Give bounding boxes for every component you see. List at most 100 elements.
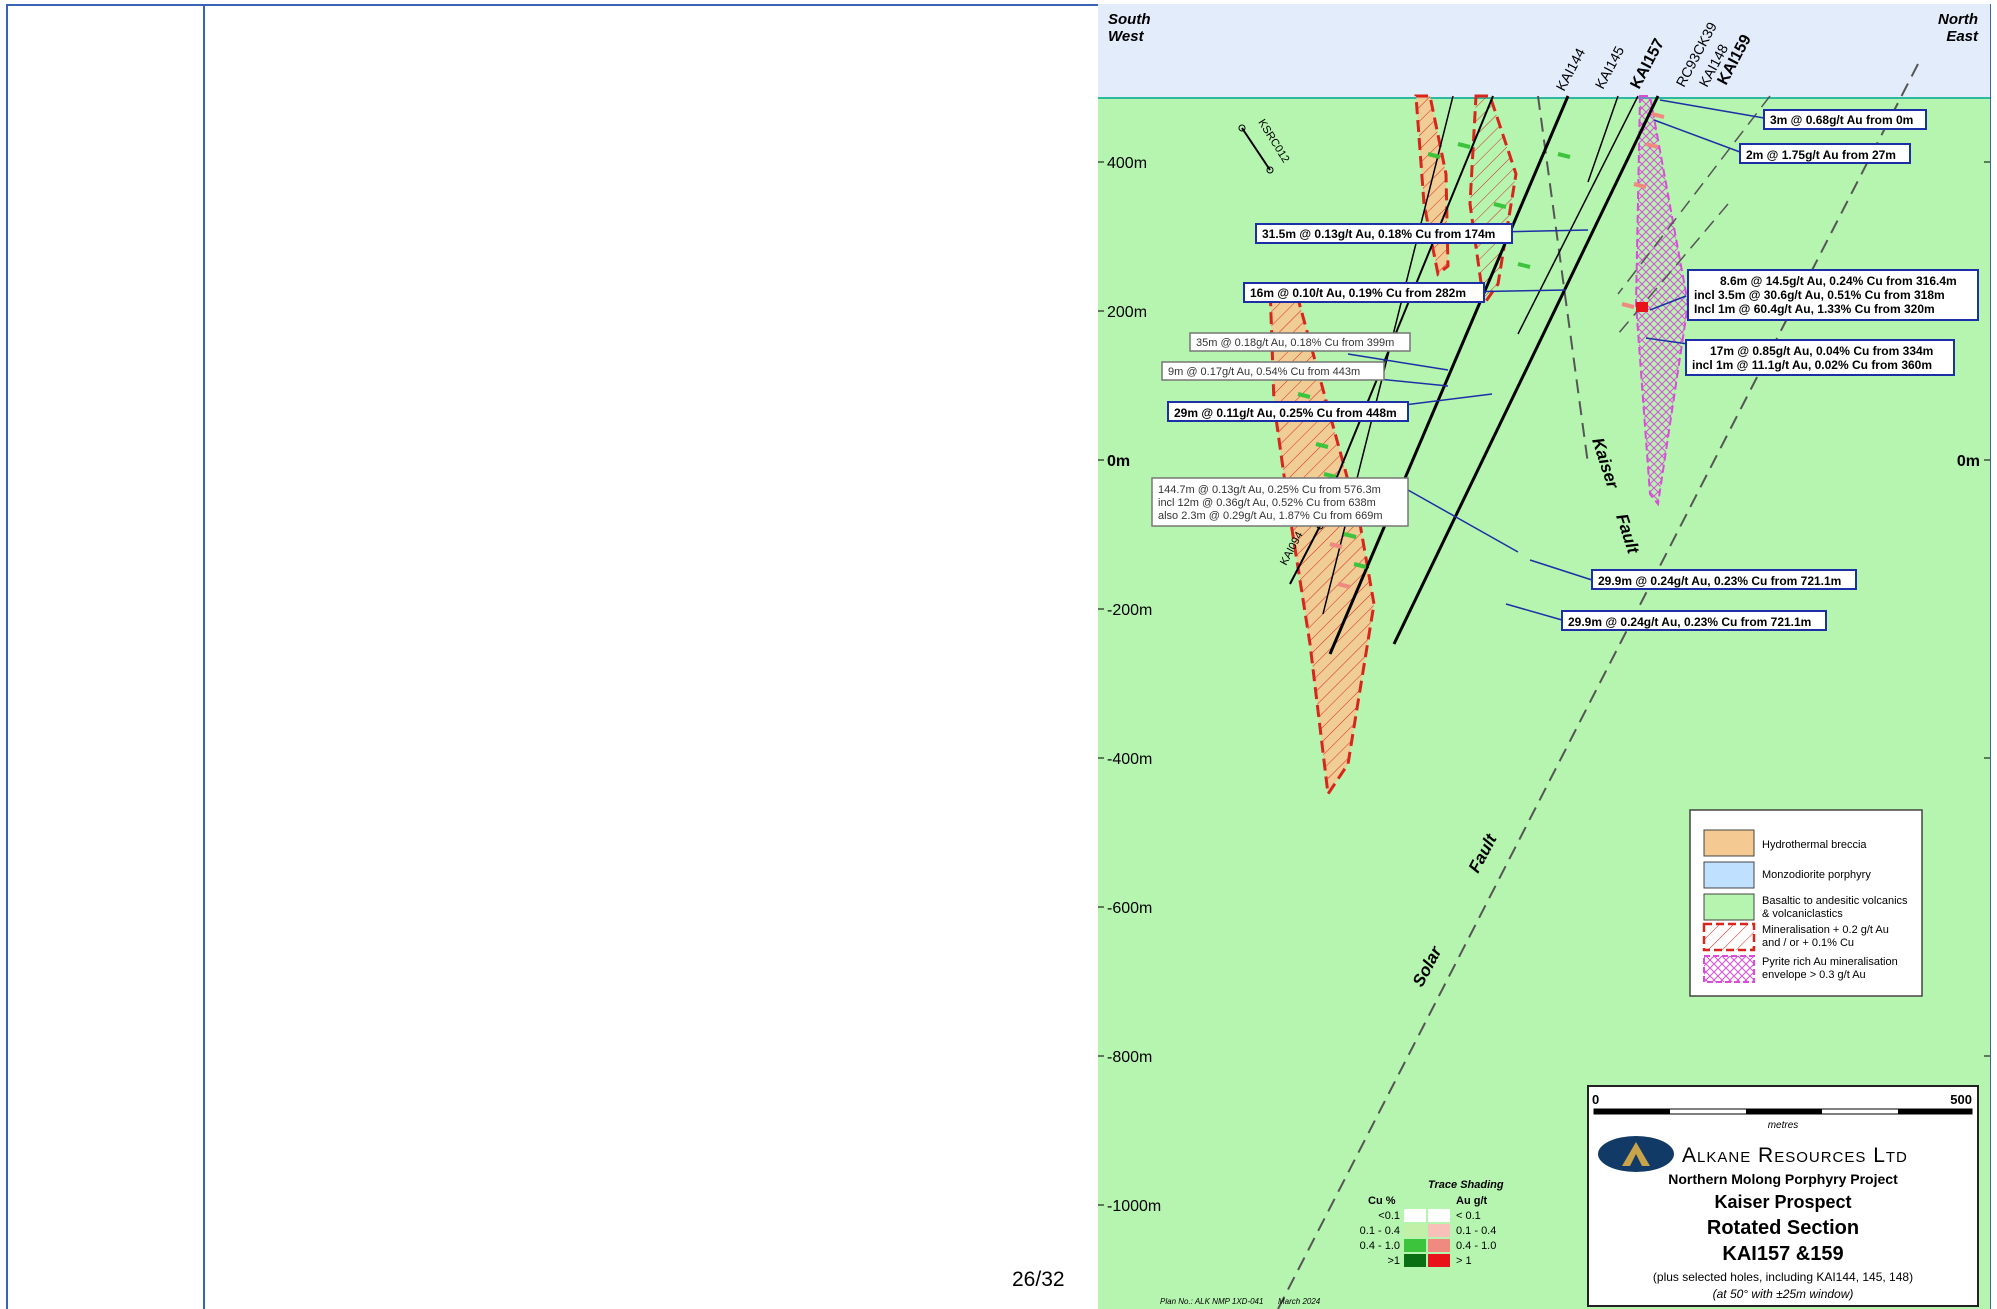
legend-label-pyrite: Pyrite rich Au mineralisation xyxy=(1762,956,1898,968)
title-block: 0 500 metres Alkane Resources Ltd Northe… xyxy=(1587,1085,1979,1307)
cu-row-4: >1 xyxy=(1387,1255,1400,1267)
callout-31-5m-text: 31.5m @ 0.13g/t Au, 0.18% Cu from 174m xyxy=(1262,227,1495,241)
kaiser-fault-line xyxy=(1537,95,1589,465)
section-type: Rotated Section xyxy=(1707,1217,1859,1239)
section-note: (plus selected holes, including KAI144, … xyxy=(1653,1270,1913,1284)
prospect-name: Kaiser Prospect xyxy=(1714,1192,1851,1212)
callout-block-17m: 17m @ 0.85g/t Au, 0.04% Cu from 334m inc… xyxy=(1685,339,1955,376)
corner-label-ne-1: North xyxy=(1938,11,1978,28)
cu-row-2: 0.1 - 0.4 xyxy=(1360,1225,1400,1237)
elev-label-right-0: 0m xyxy=(1957,453,1980,470)
callout-3m: 3m @ 0.68g/t Au from 0m xyxy=(1763,109,1927,130)
mineralisation-zone-upper-2 xyxy=(1468,94,1518,308)
section-holes: KAI157 &159 xyxy=(1722,1243,1843,1265)
scale-start: 0 xyxy=(1592,1092,1599,1107)
callout-block-144-7m-line1: 144.7m @ 0.13g/t Au, 0.25% Cu from 576.3… xyxy=(1158,484,1381,496)
cu-swatch-3 xyxy=(1404,1239,1426,1252)
cu-swatch-1 xyxy=(1404,1209,1426,1222)
drillhole-kai159 xyxy=(1392,95,1660,645)
page-table xyxy=(6,4,1991,1309)
callout-2m: 2m @ 1.75g/t Au from 27m xyxy=(1739,143,1911,164)
trace-shading-legend: Trace Shading Cu % Au g/t <0.1 0.1 - 0.4… xyxy=(1360,1179,1504,1267)
legend-swatch-breccia xyxy=(1703,829,1755,857)
minor-fault-2 xyxy=(1617,203,1729,335)
geology-legend: Hydrothermal breccia Monzodiorite porphy… xyxy=(1689,809,1923,997)
au-row-3: 0.4 - 1.0 xyxy=(1456,1240,1496,1252)
drillhole-kai094 xyxy=(1289,525,1321,585)
callout-29-9m-a-text: 29.9m @ 0.24g/t Au, 0.23% Cu from 721.1m xyxy=(1598,574,1841,588)
drillhole-kai157 xyxy=(1328,95,1570,655)
au-row-4: > 1 xyxy=(1456,1255,1472,1267)
callout-block-8-6m-line1: 8.6m @ 14.5g/t Au, 0.24% Cu from 316.4m xyxy=(1720,274,1957,288)
elev-label-0: 0m xyxy=(1107,453,1130,470)
callout-block-8-6m: 8.6m @ 14.5g/t Au, 0.24% Cu from 316.4m … xyxy=(1687,269,1979,321)
callout-block-144-7m: 144.7m @ 0.13g/t Au, 0.25% Cu from 576.3… xyxy=(1151,477,1409,527)
table-border-left xyxy=(6,4,8,1309)
elev-label-m400: -400m xyxy=(1107,751,1152,768)
trace-shading-cu-header: Cu % xyxy=(1368,1195,1396,1207)
legend-label-porphyry: Monzodiorite porphyry xyxy=(1762,869,1871,881)
legend-label-volcanics-2: & volcaniclastics xyxy=(1762,908,1843,920)
callout-block-144-7m-line3: also 2.3m @ 0.29g/t Au, 1.87% Cu from 66… xyxy=(1158,510,1383,522)
legend-label-volcanics: Basaltic to andesitic volcanics xyxy=(1762,895,1908,907)
legend-label-mineralisation-2: and / or + 0.1% Cu xyxy=(1762,937,1854,949)
minor-fault-1 xyxy=(1617,95,1771,295)
callout-29m: 29m @ 0.11g/t Au, 0.25% Cu from 448m xyxy=(1167,401,1409,422)
elev-label-200: 200m xyxy=(1107,304,1147,321)
callout-block-17m-line2: incl 1m @ 11.1g/t Au, 0.02% Cu from 360m xyxy=(1692,358,1932,372)
callout-block-144-7m-line2: incl 12m @ 0.36g/t Au, 0.52% Cu from 638… xyxy=(1158,497,1376,509)
callout-35m: 35m @ 0.18g/t Au, 0.18% Cu from 399m xyxy=(1189,332,1411,352)
elev-label-m200: -200m xyxy=(1107,602,1152,619)
callout-block-8-6m-line3: Incl 1m @ 60.4g/t Au, 1.33% Cu from 320m xyxy=(1694,302,1935,316)
callout-2m-text: 2m @ 1.75g/t Au from 27m xyxy=(1746,148,1896,162)
elev-label-m600: -600m xyxy=(1107,900,1152,917)
legend-label-pyrite-2: envelope > 0.3 g/t Au xyxy=(1762,969,1866,981)
legend-swatch-mineralisation xyxy=(1702,922,1756,952)
project-name: Northern Molong Porphyry Project xyxy=(1668,1171,1898,1187)
callout-31-5m: 31.5m @ 0.13g/t Au, 0.18% Cu from 174m xyxy=(1255,223,1513,244)
table-border-right xyxy=(1989,4,1991,1309)
callout-9m: 9m @ 0.17g/t Au, 0.54% Cu from 443m xyxy=(1161,361,1385,381)
drillhole-rc93ck39 xyxy=(1587,95,1619,183)
callout-3m-text: 3m @ 0.68g/t Au from 0m xyxy=(1770,113,1913,127)
assay-trace-au xyxy=(1329,112,1665,589)
elevation-axis: 400m 200m 0m -200m -400m -600m -800m -10… xyxy=(1098,155,1990,1215)
drillhole-kai148 xyxy=(1517,95,1639,335)
callout-block-17m-line1: 17m @ 0.85g/t Au, 0.04% Cu from 334m xyxy=(1710,344,1933,358)
corner-label-sw-2: West xyxy=(1108,28,1145,45)
sky-band xyxy=(1098,4,1990,98)
cu-swatch-2 xyxy=(1404,1224,1426,1237)
section-window: (at 50° with ±25m window) xyxy=(1713,1287,1854,1301)
callout-9m-text: 9m @ 0.17g/t Au, 0.54% Cu from 443m xyxy=(1168,366,1360,378)
callout-35m-text: 35m @ 0.18g/t Au, 0.18% Cu from 399m xyxy=(1196,337,1394,349)
page-number: 26/32 xyxy=(1012,1268,1065,1291)
au-swatch-1 xyxy=(1428,1209,1450,1222)
table-border-col1 xyxy=(203,4,205,1309)
callout-16m: 16m @ 0.10/t Au, 0.19% Cu from 282m xyxy=(1243,282,1485,303)
callout-16m-text: 16m @ 0.10/t Au, 0.19% Cu from 282m xyxy=(1250,286,1466,300)
trace-shading-title: Trace Shading xyxy=(1428,1179,1504,1191)
au-row-1: < 0.1 xyxy=(1456,1210,1481,1222)
elev-label-400: 400m xyxy=(1107,155,1147,172)
callout-block-8-6m-line2: incl 3.5m @ 30.6g/t Au, 0.51% Cu from 31… xyxy=(1694,288,1945,302)
callout-29-9m-b: 29.9m @ 0.24g/t Au, 0.23% Cu from 721.1m xyxy=(1561,610,1827,631)
cross-section-map: South West North East 400m 200m 0m -200m… xyxy=(1098,4,1990,1309)
callout-29m-text: 29m @ 0.11g/t Au, 0.25% Cu from 448m xyxy=(1174,406,1397,420)
cu-row-3: 0.4 - 1.0 xyxy=(1360,1240,1400,1252)
au-swatch-4 xyxy=(1428,1254,1450,1267)
legend-swatch-volcanics xyxy=(1703,893,1755,921)
legend-label-breccia: Hydrothermal breccia xyxy=(1762,839,1867,851)
corner-label-sw-1: South xyxy=(1108,11,1151,28)
company-name: Alkane Resources Ltd xyxy=(1682,1144,1908,1167)
plan-number: Plan No.: ALK NMP 1XD-041 xyxy=(1160,1297,1263,1306)
au-row-2: 0.1 - 0.4 xyxy=(1456,1225,1496,1237)
drillhole-ksrc012 xyxy=(1241,127,1271,171)
elev-label-m800: -800m xyxy=(1107,1049,1152,1066)
legend-label-mineralisation: Mineralisation + 0.2 g/t Au xyxy=(1762,924,1889,936)
high-grade-zone xyxy=(1636,302,1648,312)
cu-row-1: <0.1 xyxy=(1378,1210,1400,1222)
au-swatch-3 xyxy=(1428,1239,1450,1252)
legend-swatch-pyrite xyxy=(1703,955,1755,983)
callout-29-9m-a: 29.9m @ 0.24g/t Au, 0.23% Cu from 721.1m xyxy=(1591,569,1857,590)
cu-swatch-4 xyxy=(1404,1254,1426,1267)
